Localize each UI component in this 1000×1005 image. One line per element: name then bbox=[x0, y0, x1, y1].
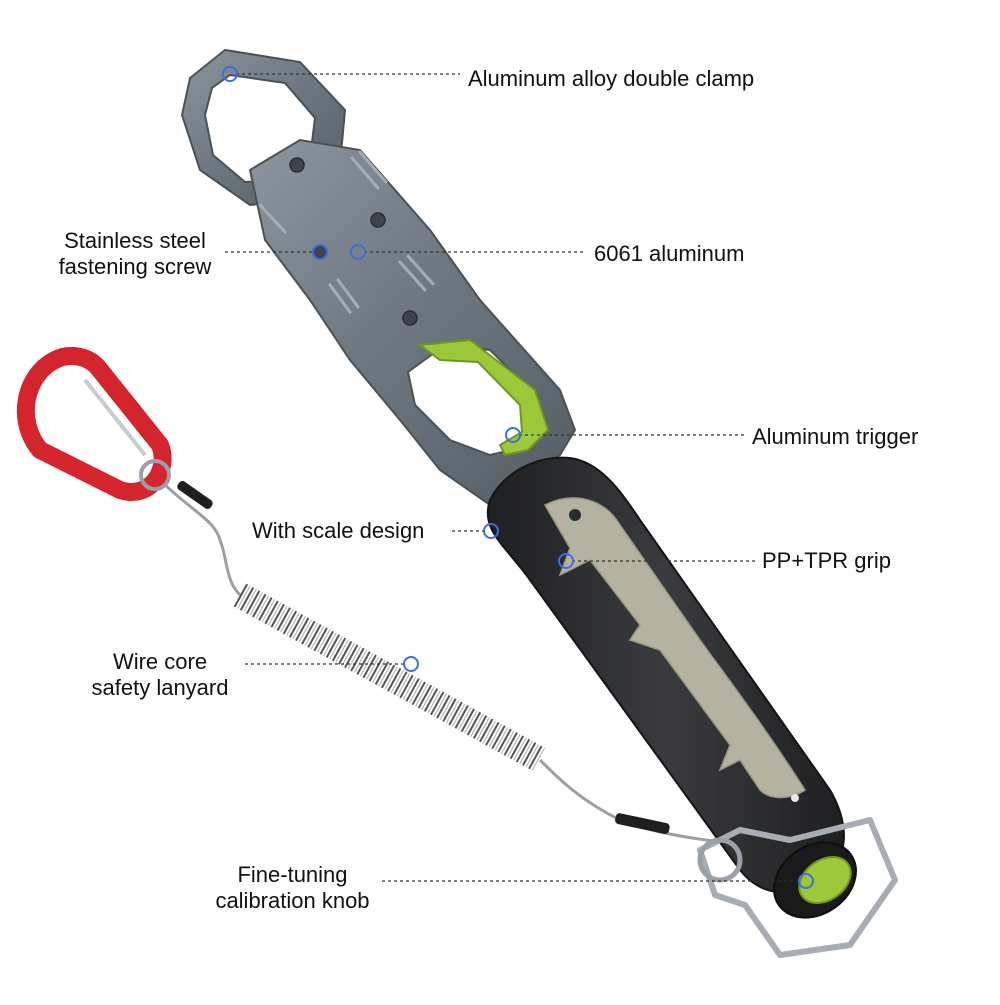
label-scale: With scale design bbox=[252, 518, 425, 543]
marker-screw bbox=[312, 244, 328, 260]
marker-grip bbox=[558, 553, 574, 569]
fastening-screws bbox=[289, 157, 418, 326]
label-lanyard-line2: safety lanyard bbox=[91, 675, 229, 700]
trigger bbox=[417, 338, 550, 457]
split-ring bbox=[697, 837, 743, 883]
label-trigger: Aluminum trigger bbox=[752, 424, 919, 449]
marker-lanyard bbox=[403, 656, 419, 672]
calibration-knob bbox=[798, 856, 852, 904]
marker-clamp bbox=[222, 66, 238, 82]
label-lanyard: Wire core safety lanyard bbox=[70, 649, 250, 701]
scale-markings bbox=[258, 150, 435, 314]
marker-trigger bbox=[505, 427, 521, 443]
lanyard-coil bbox=[233, 583, 547, 772]
screw-1 bbox=[289, 157, 305, 173]
carabiner-ring bbox=[139, 459, 171, 491]
label-knob-line2: calibration knob bbox=[215, 888, 370, 913]
screw-4 bbox=[402, 310, 418, 326]
label-screw: Stainless steel fastening screw bbox=[40, 228, 230, 280]
fish-eye bbox=[569, 509, 581, 521]
callouts bbox=[222, 66, 814, 889]
screw-2 bbox=[370, 212, 386, 228]
label-aluminum: 6061 aluminum bbox=[594, 241, 745, 266]
lanyard-wire bbox=[158, 478, 242, 597]
hanging-ring bbox=[697, 817, 898, 958]
label-grip: PP+TPR grip bbox=[762, 548, 891, 573]
label-lanyard-line1: Wire core bbox=[112, 649, 208, 674]
grip-fish-pattern bbox=[543, 497, 807, 799]
carabiner-gate bbox=[83, 378, 147, 457]
label-screw-line1: Stainless steel bbox=[64, 228, 206, 253]
lanyard-sleeve-bottom bbox=[615, 813, 670, 834]
label-clamp: Aluminum alloy double clamp bbox=[468, 66, 755, 91]
grip-end-dot bbox=[791, 794, 799, 802]
lanyard-coil-shade bbox=[233, 583, 547, 772]
marker-aluminum bbox=[350, 244, 366, 260]
carabiner bbox=[16, 346, 172, 501]
lanyard-sleeve-top bbox=[177, 481, 213, 509]
label-knob: Fine-tuning calibration knob bbox=[195, 862, 390, 914]
lanyard bbox=[158, 478, 721, 844]
marker-scale bbox=[483, 523, 499, 539]
label-knob-line1: Fine-tuning bbox=[237, 862, 348, 887]
metal-body bbox=[180, 48, 577, 507]
label-screw-line2: fastening screw bbox=[58, 254, 212, 279]
grip-handle bbox=[486, 456, 898, 958]
marker-knob bbox=[798, 873, 814, 889]
